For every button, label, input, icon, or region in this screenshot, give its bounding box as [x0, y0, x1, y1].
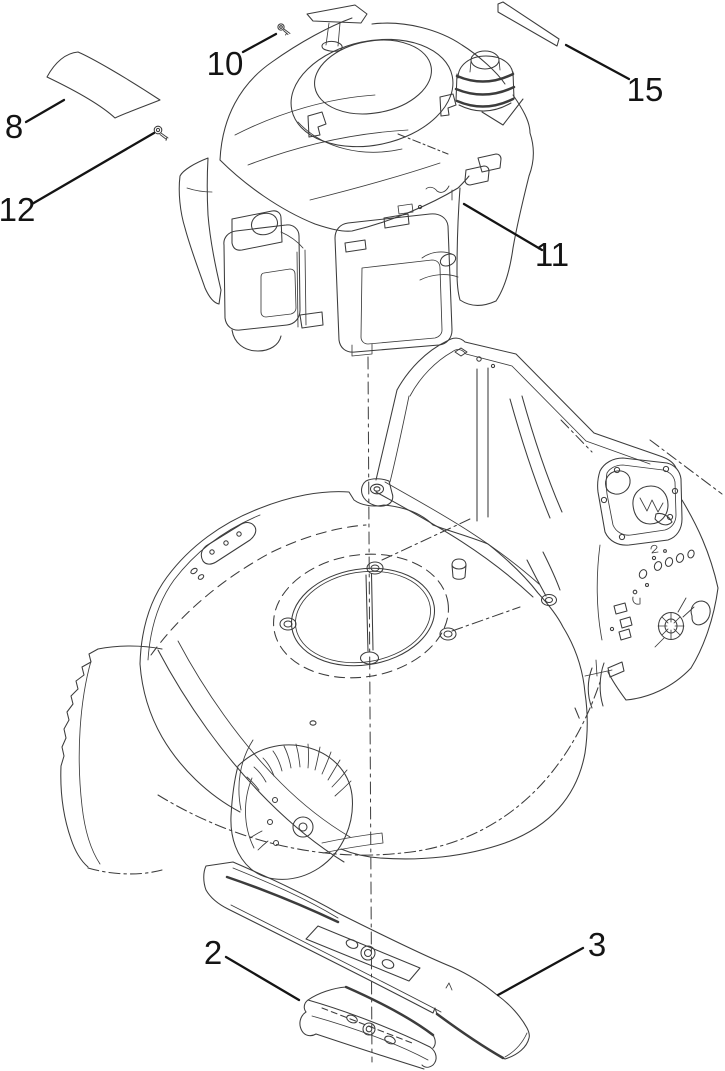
callout-3-label: 3	[588, 926, 606, 963]
callout-3: 3	[496, 926, 606, 997]
decal-8	[46, 51, 161, 119]
callout-12: 12	[0, 131, 156, 228]
callout-10: 10	[207, 32, 278, 82]
callout-2-label: 2	[204, 934, 222, 971]
screw-12	[153, 125, 169, 141]
callouts: 2 3 8 10 11 12 15	[0, 32, 664, 1002]
callout-8: 8	[5, 98, 66, 145]
rear-left-wheel	[60, 645, 163, 875]
callout-15: 15	[564, 43, 664, 108]
callout-12-label: 12	[0, 191, 35, 228]
engine-assembly	[178, 4, 534, 357]
screw-10	[277, 23, 291, 36]
decal-15	[497, 1, 560, 47]
callout-8-label: 8	[5, 108, 23, 145]
callout-15-label: 15	[627, 71, 664, 108]
blade	[203, 861, 530, 1060]
callout-10-label: 10	[207, 45, 244, 82]
callout-2: 2	[204, 934, 301, 1002]
callout-11: 11	[462, 202, 569, 273]
front-wheel	[230, 743, 384, 880]
blade-driver	[299, 985, 437, 1070]
assembly-centerline	[367, 356, 373, 1063]
mower-deck	[139, 491, 601, 863]
handle-bracket-frame	[361, 337, 723, 721]
callout-11-label: 11	[535, 236, 569, 273]
